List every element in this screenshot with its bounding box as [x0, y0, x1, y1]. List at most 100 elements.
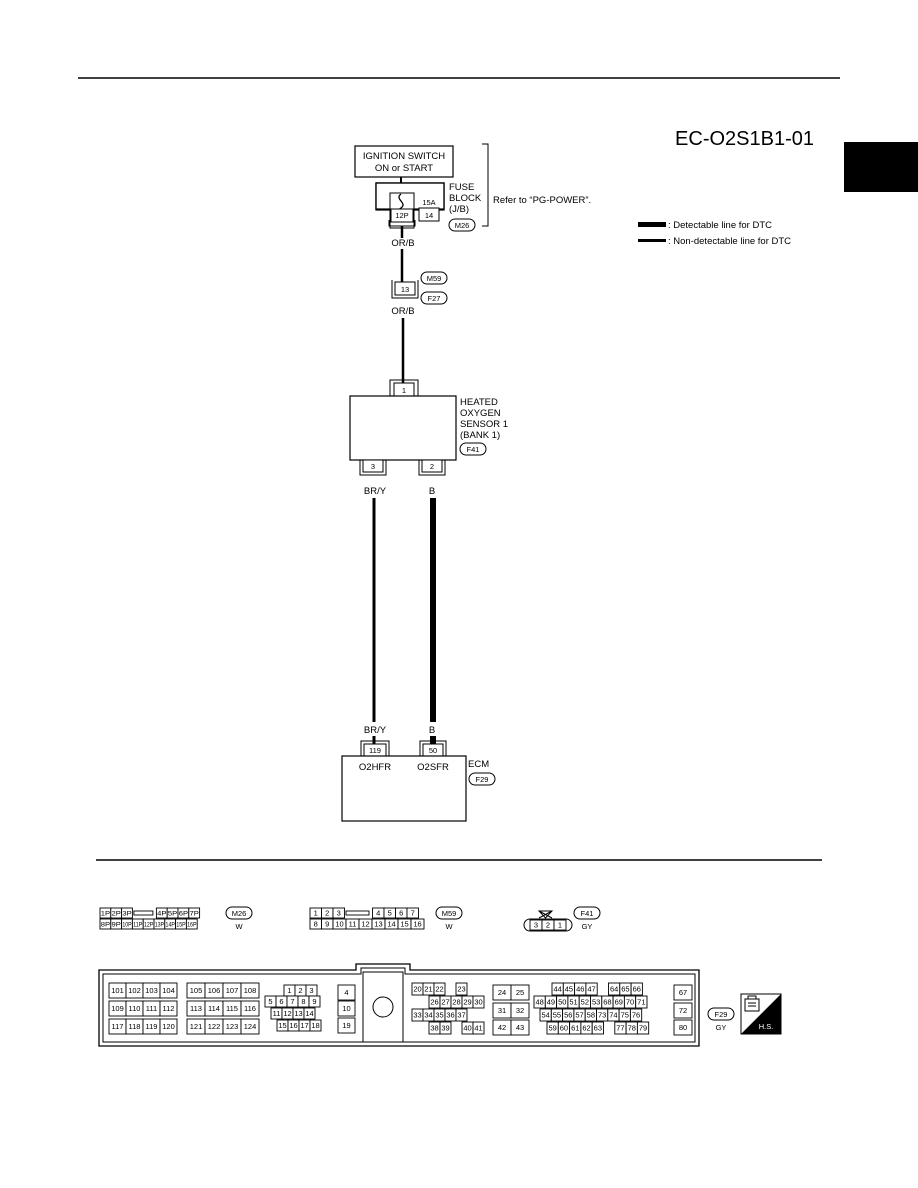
f29-pin-60: 60 [560, 1024, 568, 1033]
refer-text: Refer to “PG-POWER”. [493, 195, 591, 206]
f29-pin-104: 104 [162, 986, 175, 995]
f29-pin-41: 41 [474, 1024, 482, 1033]
m59-pin-14: 14 [387, 920, 395, 929]
f29-pin-62: 62 [582, 1024, 590, 1033]
f29-pin-23-cell [455, 982, 468, 996]
m26-pin-6P: 6P [179, 911, 188, 918]
f41-color: GY [582, 922, 593, 931]
f29-pin-7: 7 [290, 997, 294, 1006]
f29-pin-67-cell [673, 984, 693, 1001]
ecm-pin50-label: 50 [429, 746, 437, 755]
m59-pill [435, 906, 463, 920]
f29-pin-70: 70 [626, 998, 634, 1007]
f29-pin-115: 115 [226, 1004, 238, 1013]
f29-pin-67: 67 [679, 988, 687, 997]
f29-pin-32: 32 [516, 1006, 524, 1015]
f29-pin-25: 25 [516, 988, 524, 997]
f29-pin-38: 38 [430, 1024, 438, 1033]
f29-pin-76: 76 [632, 1011, 640, 1020]
f29-pin-23: 23 [457, 985, 465, 994]
m59-key [345, 910, 370, 916]
legend-nondetectable-label: : Non-detectable line for DTC [668, 236, 791, 247]
joint-pin-label: 13 [401, 285, 409, 294]
sensor-label-2: OXYGEN [460, 408, 501, 419]
f29-pin-4: 4 [344, 988, 348, 997]
f29-pin-112-cell [159, 1000, 178, 1017]
m59-pin-7-cell [406, 907, 419, 919]
ecm-term-left: O2HFR [359, 762, 391, 773]
m26-pin-3P-cell [121, 907, 133, 919]
f29-pin-80: 80 [679, 1023, 687, 1032]
ecm-connector-pill [468, 772, 496, 786]
f41-pin-1: 1 [558, 921, 562, 930]
f41-pin-1-cell [553, 919, 567, 931]
m26-pin-16P: 16P [187, 922, 196, 929]
f29-pin-27: 27 [441, 998, 449, 1007]
wire-power-label-upper: OR/B [391, 238, 414, 249]
f29-pin-80-cell [673, 1019, 693, 1036]
joint-conn-top-pill [420, 271, 448, 285]
f29-pin-43: 43 [516, 1023, 524, 1032]
sensor-connector-label: F41 [467, 445, 480, 454]
f29-pin-106: 106 [208, 986, 221, 995]
sensor-pin3-box [362, 459, 384, 473]
f29-pin-112: 112 [163, 1004, 175, 1013]
wire-signal-label-upper: B [429, 486, 435, 497]
sensor-connector-pill [459, 442, 487, 456]
f29-pin-71: 71 [637, 998, 645, 1007]
f29-pin-121: 121 [190, 1022, 203, 1031]
f29-pin-24: 24 [498, 988, 506, 997]
f29-pin-108: 108 [244, 986, 257, 995]
fuse-block-label-1: FUSE [449, 182, 474, 193]
f29-pin-41-cell [472, 1021, 485, 1035]
f29-pin-39-cell [439, 1021, 452, 1035]
m26-pill [225, 906, 253, 920]
m59-pin-6: 6 [399, 909, 403, 918]
f29-name: F29 [715, 1010, 728, 1019]
refer-bracket [482, 143, 489, 227]
f29-pin-37: 37 [457, 1011, 465, 1020]
sensor-pin2-box [421, 459, 443, 473]
f29-pin-34: 34 [424, 1011, 432, 1020]
sensor-pin1-label: 1 [402, 386, 406, 395]
fuse-connector-label: M26 [455, 221, 470, 230]
f41-pin-3: 3 [534, 921, 538, 930]
f29-pin-68: 68 [603, 998, 611, 1007]
m26-pin-16P-cell [185, 918, 198, 930]
fuse-amp: 15A [422, 198, 435, 207]
f29-pin-66-cell [630, 982, 643, 996]
f29-pin-66: 66 [633, 985, 641, 994]
f29-pin-35: 35 [435, 1011, 443, 1020]
f29-pin-6: 6 [279, 997, 283, 1006]
m26-pin-3P: 3P [122, 911, 131, 918]
f29-pin-30: 30 [474, 998, 482, 1007]
f29-pin-111: 111 [146, 1004, 157, 1013]
sensor-pin2-label: 2 [430, 462, 434, 471]
f29-pin-48: 48 [535, 998, 543, 1007]
f29-pin-63-cell [591, 1021, 604, 1035]
ecm-pin119-label: 119 [369, 746, 381, 755]
f29-pin-9-cell [308, 995, 321, 1008]
f29-pin-120-cell [159, 1018, 178, 1035]
f29-pin-14-cell [303, 1007, 316, 1020]
m59-pin-4: 4 [376, 909, 380, 918]
m26-name: M26 [232, 909, 247, 918]
joint-pin-box [394, 281, 416, 296]
f29-pin-19-cell [337, 1017, 356, 1034]
f29-pin-10-cell [337, 1000, 356, 1017]
m59-pin-10: 10 [335, 920, 343, 929]
m59-pin-11: 11 [349, 920, 357, 929]
f29-pin-10: 10 [342, 1004, 350, 1013]
f29-pin-116-cell [240, 1000, 260, 1017]
m26-pin-5P: 5P [168, 911, 177, 918]
m59-name: M59 [442, 909, 457, 918]
m26-pin-8P: 8P [101, 922, 110, 929]
fuse-number-box [418, 207, 440, 222]
f29-pin-109: 109 [111, 1004, 124, 1013]
f29-pin-53: 53 [592, 998, 600, 1007]
f29-pin-71-cell [635, 995, 648, 1009]
fuse-block-label-3: (J/B) [449, 204, 469, 215]
